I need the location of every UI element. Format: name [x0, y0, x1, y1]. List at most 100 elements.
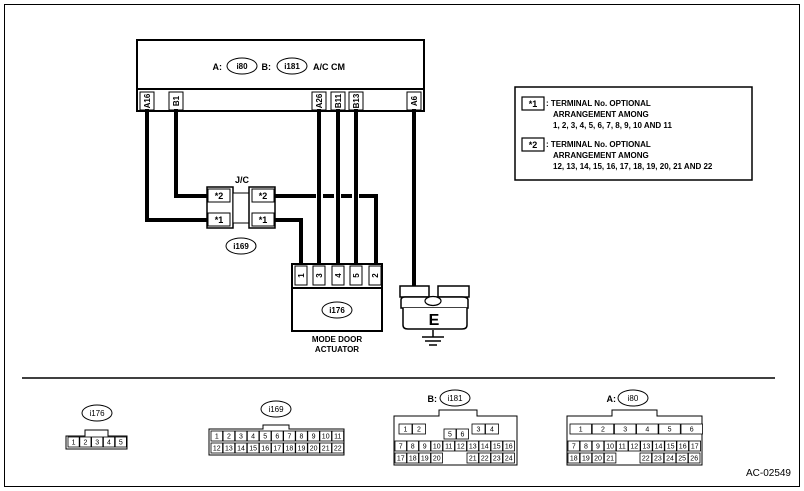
- pin-cell: [454, 440, 467, 452]
- jc-left-top-mark: *2: [215, 191, 224, 201]
- pin-number: 21: [322, 446, 330, 453]
- pin-cell: [616, 440, 629, 452]
- pin-number: 12: [457, 444, 465, 451]
- pin-cell: [398, 423, 413, 435]
- svg-text:1: 1: [297, 273, 306, 278]
- pin-cell: [418, 452, 431, 464]
- pin-number: 7: [399, 444, 403, 451]
- legend-box: *1 : TERMINAL No. OPTIONAL ARRANGEMENT A…: [514, 86, 753, 181]
- pin-number: 15: [493, 444, 501, 451]
- pin-number: 15: [249, 446, 257, 453]
- pin-number: 2: [417, 427, 421, 434]
- pin-cell: [406, 440, 419, 452]
- connector-face-i176-name: i176: [89, 409, 105, 418]
- pin-number: 10: [322, 434, 330, 441]
- pin-number: 22: [481, 456, 489, 463]
- pin-number: 21: [606, 456, 614, 463]
- wire-jc-to-pin1: [271, 218, 303, 266]
- pin-number: 2: [227, 434, 231, 441]
- pin-cell: [67, 436, 80, 448]
- pin-cell: [307, 442, 320, 454]
- pin-number: 1: [215, 434, 219, 441]
- pin-cell: [246, 442, 260, 454]
- pin-number: 3: [239, 434, 243, 441]
- cm-label-a: A:: [213, 62, 223, 72]
- actuator-pin-3: 3: [312, 265, 326, 286]
- pin-cell: [664, 440, 677, 452]
- pin-cell: [307, 430, 320, 442]
- pin-cell: [663, 452, 677, 464]
- pin-cell: [652, 440, 665, 452]
- svg-text:5: 5: [352, 273, 361, 278]
- legend-2-line3: 12, 13, 14, 15, 16, 17, 18, 19, 20, 21 A…: [553, 162, 713, 171]
- pin-cell: [688, 452, 701, 464]
- pin-cell: [567, 440, 581, 452]
- pin-cell: [639, 452, 653, 464]
- legend-2-line2: ARRANGEMENT AMONG: [553, 151, 649, 160]
- cm-pin-B11: B11: [330, 91, 346, 111]
- pin-number: 17: [691, 444, 699, 451]
- cm-name: A/C CM: [313, 62, 345, 72]
- pin-number: 23: [654, 456, 662, 463]
- connector-face-i80-prefix: A:: [607, 394, 617, 404]
- pin-cell: [319, 430, 332, 442]
- cm-pin-B1: B1: [168, 91, 184, 111]
- pin-cell: [591, 440, 605, 452]
- pin-number: 20: [594, 456, 602, 463]
- pin-cell: [295, 442, 308, 454]
- pin-number: 21: [469, 456, 477, 463]
- pin-cell: [79, 436, 92, 448]
- pin-number: 15: [667, 444, 675, 451]
- pin-cell: [676, 440, 689, 452]
- pin-number: 9: [596, 444, 600, 451]
- pin-number: 18: [570, 456, 578, 463]
- pin-number: 3: [477, 427, 481, 434]
- pin-number: 2: [83, 440, 87, 447]
- svg-text:B11: B11: [334, 93, 343, 108]
- pin-number: 10: [606, 444, 614, 451]
- pin-cell: [222, 442, 236, 454]
- pin-number: 20: [310, 446, 318, 453]
- cm-pin-A6: A6: [406, 91, 422, 111]
- pin-cell: [490, 452, 503, 464]
- cm-pin-B13: B13: [348, 91, 364, 111]
- legend-2-line1: : TERMINAL No. OPTIONAL: [546, 140, 651, 149]
- pin-cell: [680, 423, 703, 435]
- pin-cell: [394, 452, 407, 464]
- connector-callout-i80: [226, 57, 258, 75]
- cm-label-b: B:: [262, 62, 272, 72]
- wires: [145, 109, 416, 288]
- svg-text:B13: B13: [352, 93, 361, 108]
- pin-number: 16: [679, 444, 687, 451]
- pin-number: 24: [505, 456, 513, 463]
- connector-face-i169-name: i169: [268, 405, 284, 414]
- pin-cell: [91, 436, 104, 448]
- pin-number: 1: [404, 427, 408, 434]
- pin-cell: [603, 452, 617, 464]
- actuator-label-line2: ACTUATOR: [315, 345, 359, 354]
- pin-cell: [628, 440, 641, 452]
- jc-label: J/C: [235, 175, 250, 185]
- pin-cell: [234, 430, 248, 442]
- pin-cell: [246, 430, 260, 442]
- pin-number: 8: [584, 444, 588, 451]
- actuator-pin-5: 5: [349, 265, 363, 286]
- pin-number: 2: [601, 427, 605, 434]
- pin-number: 19: [582, 456, 590, 463]
- pin-number: 6: [275, 434, 279, 441]
- legend-1-line3: 1, 2, 3, 4, 5, 6, 7, 8, 9, 10 AND 11: [553, 121, 672, 130]
- legend-mark-2: *2: [529, 140, 538, 150]
- pin-number: 12: [630, 444, 638, 451]
- pin-number: 11: [334, 434, 341, 441]
- pin-number: 5: [448, 432, 452, 439]
- pin-cell: [258, 430, 272, 442]
- svg-text:2: 2: [371, 273, 380, 278]
- pin-cell: [271, 442, 284, 454]
- legend-mark-1: *1: [529, 99, 538, 109]
- pin-cell: [456, 428, 469, 440]
- pin-number: 14: [237, 446, 245, 453]
- pin-number: 12: [213, 446, 221, 453]
